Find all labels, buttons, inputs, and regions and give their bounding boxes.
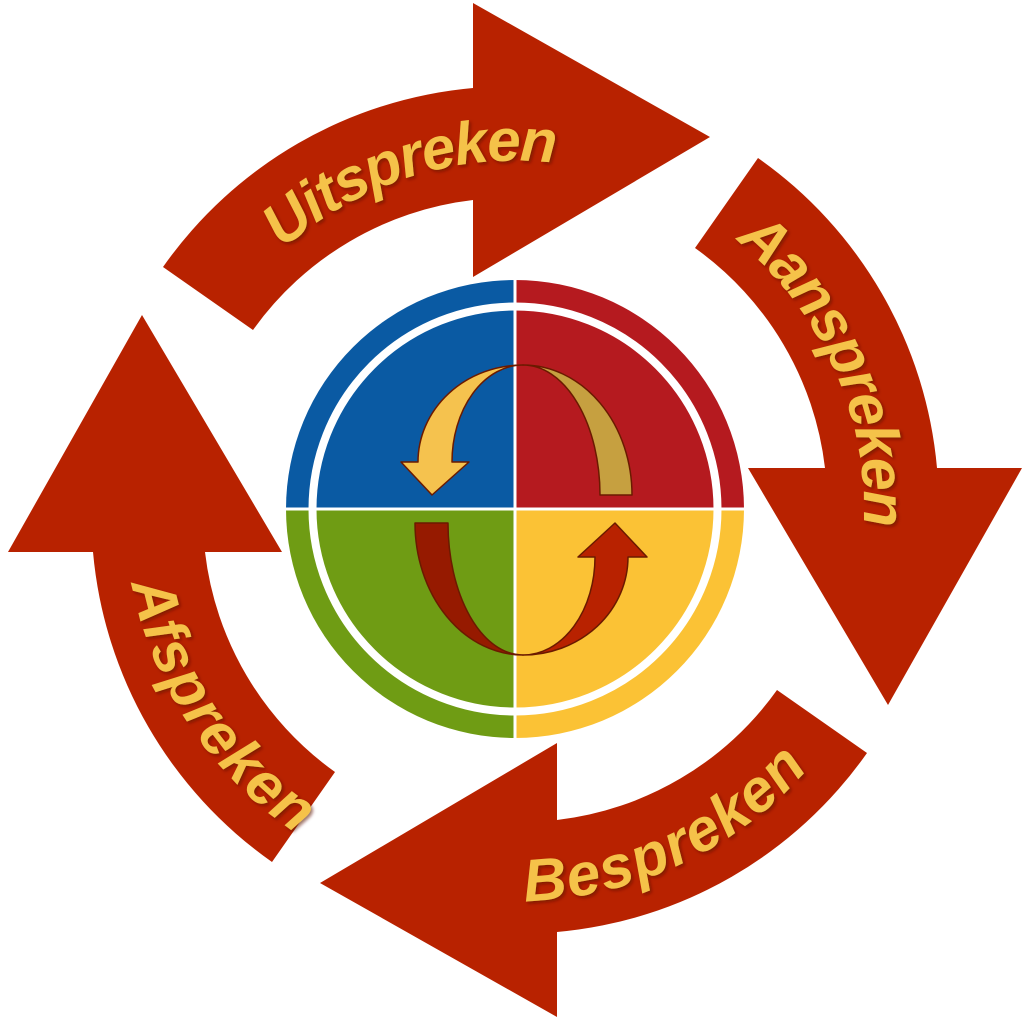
center-circle (284, 278, 746, 740)
quadrant-bottom-right (515, 509, 744, 738)
inner-arrow-bottom-right-head (522, 522, 648, 656)
inner-cycle-arrows (400, 364, 648, 656)
quadrant-bottom-left (286, 509, 515, 738)
arrow-uitspreken (163, 3, 710, 330)
arrow-bespreken (320, 690, 867, 1017)
outer-arrows (8, 3, 1022, 1017)
arrow-aanspreken (695, 158, 1022, 705)
inner-arrow-top-right-band (522, 364, 633, 496)
quadrant-top-right (515, 280, 744, 509)
quadrant-top-left (286, 280, 515, 509)
inner-arrow-top-left-head (400, 364, 524, 496)
arrow-afspreken (8, 315, 335, 862)
